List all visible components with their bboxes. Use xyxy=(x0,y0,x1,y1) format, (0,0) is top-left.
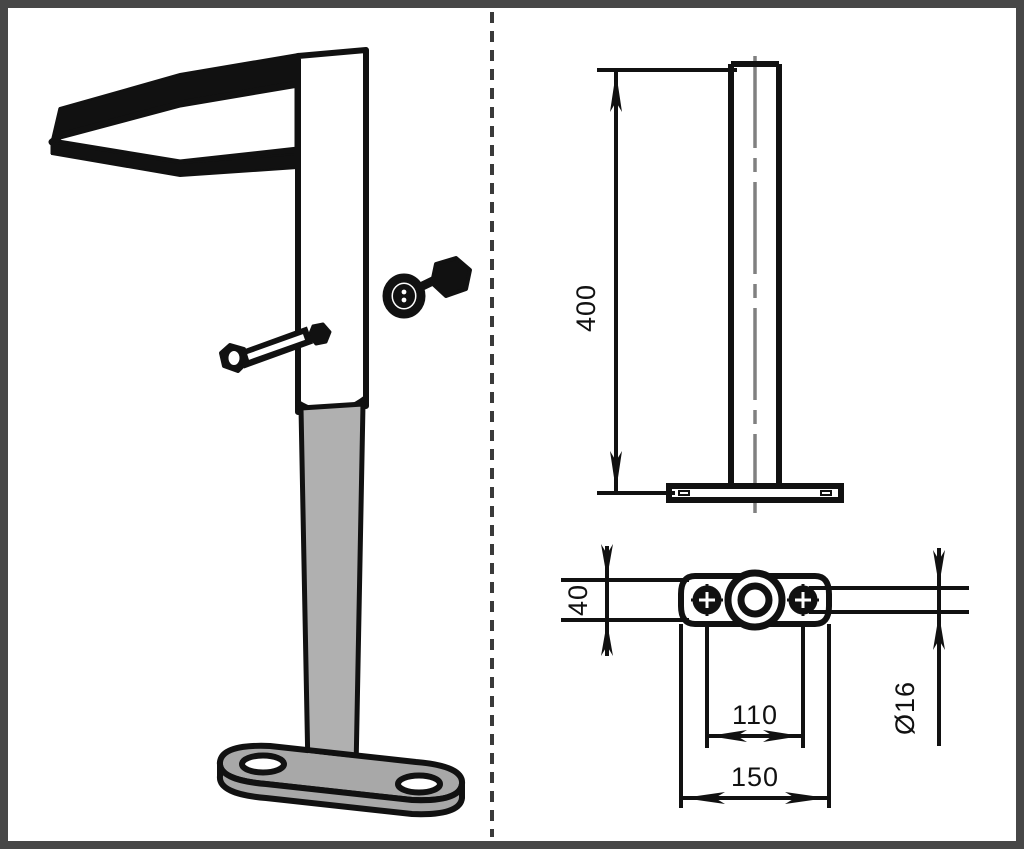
front-base-plate xyxy=(666,483,844,503)
base-plate xyxy=(217,742,465,818)
plan-hole-right xyxy=(787,584,819,616)
dim-label-40: 40 xyxy=(563,584,593,616)
hex-nut-side xyxy=(382,256,472,319)
lower-tube xyxy=(298,401,366,773)
hex-bolt-front xyxy=(219,322,332,373)
front-tube-outline xyxy=(728,61,782,488)
plate-hole-left xyxy=(239,752,287,776)
panel-divider xyxy=(490,12,494,837)
dimension-plate-width-40: 40 xyxy=(561,544,689,656)
orthographic-views: 400 xyxy=(499,8,1016,841)
dim-label-150: 150 xyxy=(731,762,779,792)
plate-hole-right xyxy=(395,772,443,796)
dimension-hole-dia-16: Ø16 xyxy=(809,548,969,746)
dim-label-400: 400 xyxy=(571,284,601,332)
front-plate-hole-right xyxy=(820,490,832,496)
dimension-hole-pitch-110: 110 xyxy=(705,624,805,748)
dimension-height-400: 400 xyxy=(571,68,737,495)
dimension-plate-length-150: 150 xyxy=(679,624,831,808)
plan-tube-inner xyxy=(737,582,773,618)
dim-label-dia16: Ø16 xyxy=(890,681,920,735)
angled-arm xyxy=(48,52,302,178)
front-plate-hole-left xyxy=(678,490,690,496)
upper-tube xyxy=(295,47,369,416)
isometric-view xyxy=(8,8,491,841)
front-elevation-view: 400 xyxy=(571,56,844,513)
bottom-plan-view: 40 Ø16 xyxy=(561,544,969,808)
dim-label-110: 110 xyxy=(732,700,778,730)
drawing-sheet: 400 xyxy=(8,8,1016,841)
plan-hole-left xyxy=(691,584,723,616)
